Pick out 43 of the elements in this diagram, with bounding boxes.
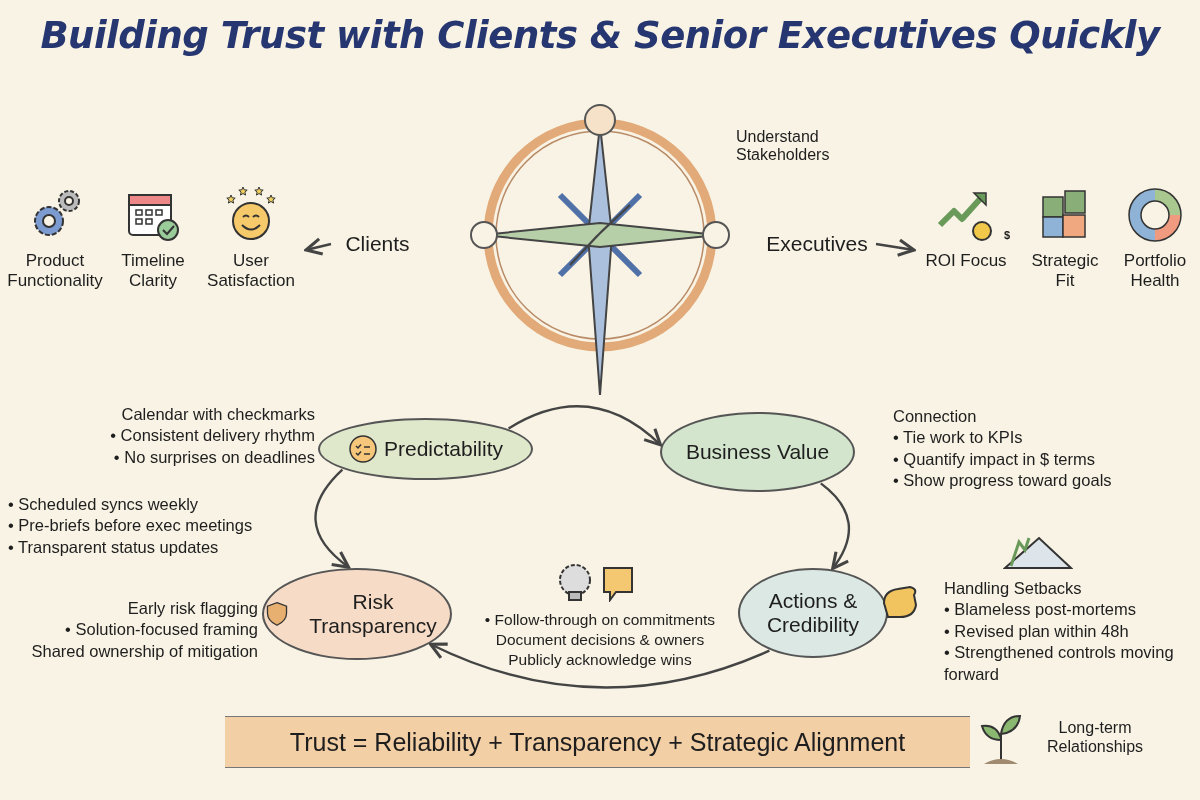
node-label: User Satisfaction	[206, 251, 296, 291]
note-text: • Blameless post-mortems	[944, 599, 1136, 621]
note-text: • Scheduled syncs weekly	[8, 494, 199, 515]
arrow	[820, 482, 851, 571]
note-text: • Consistent delivery rhythm	[110, 425, 315, 447]
arrow	[875, 238, 916, 257]
note-text: Publicly acknowledge wins	[508, 650, 692, 671]
heading-text: Connection	[893, 406, 977, 427]
node-label: Risk Transparency	[308, 589, 438, 639]
node-label: ROI Focus	[925, 251, 1007, 271]
note-text: • Solution-focused framing	[65, 619, 258, 641]
arrow	[429, 642, 770, 689]
note-text: Shared ownership of mitigation	[31, 640, 258, 662]
note-text: Early risk flagging	[127, 598, 258, 619]
note-text: • Show progress toward goals	[893, 470, 1112, 492]
node-label: Timeline Clarity	[120, 251, 186, 291]
note-text: • Transparent status updates	[8, 536, 219, 558]
node-label: Executives	[766, 231, 868, 257]
heading-text: Handling Setbacks	[944, 578, 1082, 599]
note-text: Calendar with checkmarks	[121, 404, 315, 425]
note-text: • Strengthened controls moving forward	[944, 642, 1175, 685]
note-text: • Tie work to KPIs	[893, 427, 1023, 449]
node-label: Predictability	[383, 436, 504, 462]
arrow	[304, 237, 332, 256]
node-label: Business Value	[685, 439, 830, 465]
arrow	[314, 468, 351, 569]
node-label: Product Functionality	[6, 251, 104, 291]
note-text: • No surprises on deadlines	[113, 446, 315, 468]
node-label: Clients	[345, 231, 410, 257]
node-label: Strategic Fit	[1030, 251, 1100, 291]
note-text: Long-term Relationships	[1045, 718, 1145, 757]
dollar-sign: $	[1002, 229, 1012, 243]
node-caption: Understand Stakeholders	[736, 128, 831, 165]
formula-banner: Trust = Reliability + Transparency + Strategic Alignment	[225, 716, 970, 768]
note-text: • Follow-through on commitments	[484, 610, 716, 630]
title: Building Trust with Clients & Senior Executives Quickly	[39, 14, 1162, 57]
arrow	[508, 405, 663, 447]
node-label: Actions & Credibility	[765, 588, 861, 638]
node-label: Portfolio Health	[1122, 251, 1188, 291]
note-text: • Revised plan within 48h	[944, 620, 1129, 642]
note-text: • Pre-briefs before exec meetings	[8, 515, 253, 537]
note-text: Document decisions & owners	[495, 630, 705, 651]
note-text: • Quantify impact in $ terms	[893, 448, 1095, 470]
